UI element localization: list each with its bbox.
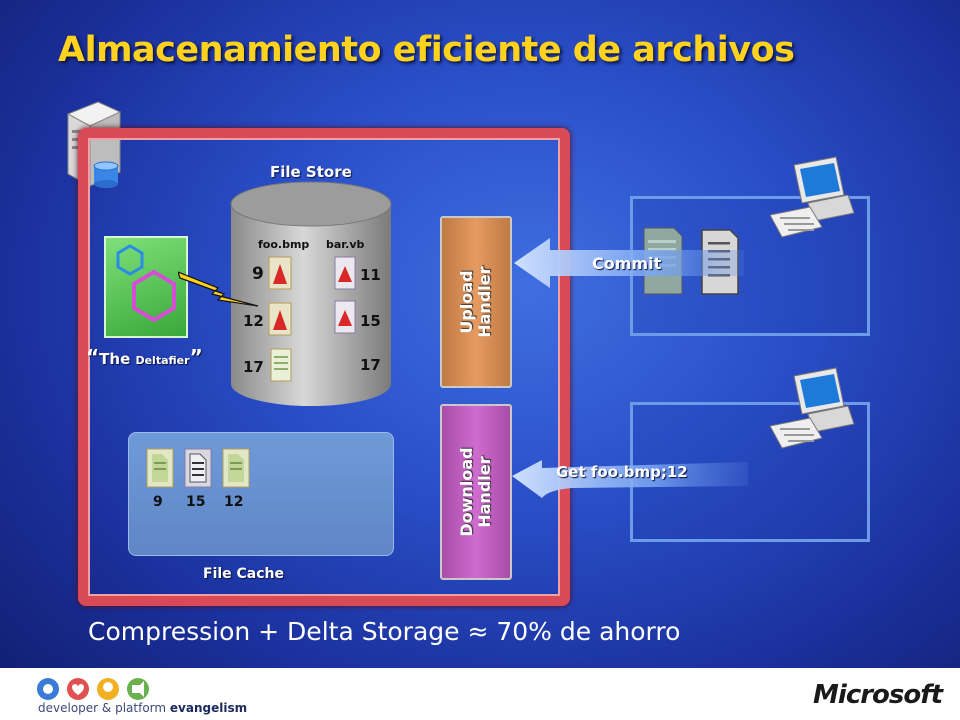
version-number: 17 [243, 358, 264, 376]
hexagon-icon [116, 244, 176, 323]
commit-arrow [514, 238, 744, 288]
upload-handler-line2: Handler [475, 266, 494, 338]
microsoft-logo: Microsoft [813, 680, 943, 710]
version-number: 9 [252, 264, 264, 284]
deltafier-box [104, 236, 188, 338]
download-handler-line2: Handler [475, 456, 494, 528]
document-icon [270, 348, 292, 382]
download-handler-line1: Download [457, 447, 476, 537]
cache-item-number: 9 [153, 494, 163, 510]
document-icon [222, 448, 250, 488]
upload-handler-line1: Upload [457, 270, 476, 334]
bitmap-file-icon [268, 256, 292, 290]
deltafier-label: “The Deltafier” [86, 345, 203, 369]
col-header-bar: bar.vb [326, 238, 365, 251]
computer-icon [769, 367, 855, 449]
slide-title: Almacenamiento eficiente de archivos [58, 30, 795, 70]
footer-bar [0, 668, 960, 720]
version-number: 15 [360, 312, 381, 330]
get-label: Get foo.bmp;12 [556, 463, 688, 481]
document-icon [184, 448, 212, 488]
col-header-foo: foo.bmp [258, 238, 310, 251]
cache-item-number: 12 [224, 494, 244, 510]
code-file-icon [334, 256, 356, 290]
server-boundary [78, 128, 570, 606]
download-handler-label: Download Handler [457, 447, 494, 537]
version-number: 11 [360, 266, 381, 284]
computer-icon [769, 156, 855, 238]
upload-handler-label: Upload Handler [457, 266, 494, 338]
dpe-logo-icons [37, 678, 149, 700]
cache-item-number: 15 [186, 494, 206, 510]
lightning-icon [178, 271, 259, 307]
file-store-label: File Store [270, 163, 352, 181]
bitmap-file-icon [268, 302, 292, 336]
commit-label: Commit [592, 254, 662, 273]
brand-text: developer & platform evangelism [38, 701, 247, 715]
caption: Compression + Delta Storage ≈ 70% de aho… [88, 617, 681, 646]
quote-close: ” [189, 345, 203, 369]
quote-open: “ [86, 345, 100, 369]
download-handler: Download Handler [440, 404, 512, 580]
version-number: 17 [360, 356, 381, 374]
code-file-icon [334, 300, 356, 334]
brand-suffix: evangelism [169, 701, 248, 715]
file-cache-label: File Cache [203, 566, 285, 582]
upload-handler: Upload Handler [440, 216, 512, 388]
get-arrow [512, 460, 748, 498]
brand-prefix: developer & platform [38, 701, 170, 715]
deltafier-the: The [99, 350, 136, 368]
deltafier-name: Deltafier [135, 354, 190, 367]
version-number: 12 [243, 312, 264, 330]
document-icon [146, 448, 174, 488]
